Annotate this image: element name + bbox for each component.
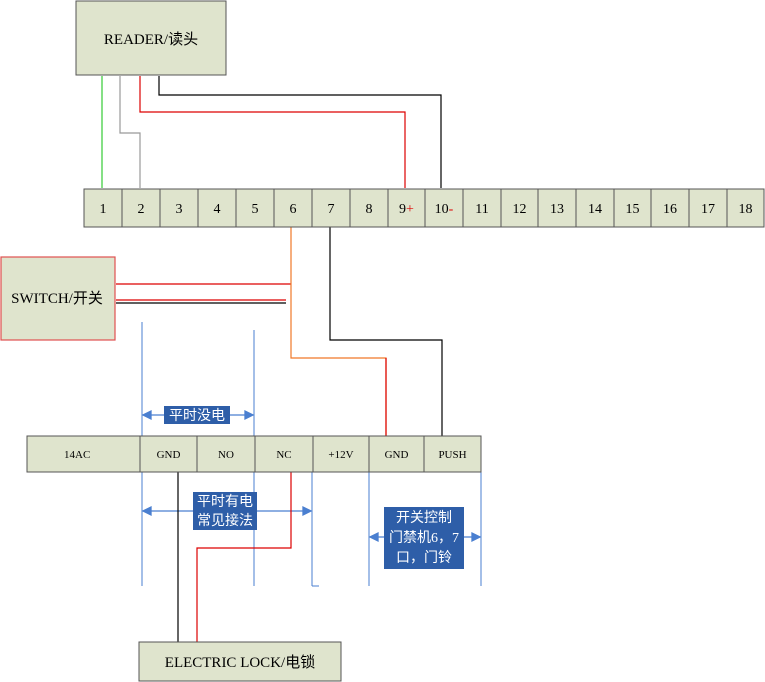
pin-7-label: 7: [328, 202, 335, 217]
pin-3-label: 3: [176, 202, 183, 217]
switch-wires: [116, 283, 291, 304]
cell-gnd-label: GND: [157, 449, 181, 461]
svg-text:平时有电: 平时有电: [197, 494, 253, 510]
lock-wires: [177, 472, 292, 642]
black-wire-7: [329, 227, 443, 436]
pin-12-label: 12: [513, 202, 527, 217]
pin-5-label: 5: [252, 202, 259, 217]
label-switch-control: 开关控制 门禁机6，7 口，门铃: [384, 507, 464, 569]
label-normally-on: 平时有电 常见接法: [193, 492, 257, 530]
switch-box: SWITCH/开关: [0, 256, 116, 341]
pin-2-label: 2: [138, 202, 145, 217]
pin-14-label: 14: [588, 202, 602, 217]
pin-9-label: 9+: [399, 202, 414, 217]
controller-wires: [290, 227, 443, 436]
pin-1-label: 1: [100, 202, 107, 217]
pin-16-label: 16: [663, 202, 677, 217]
pin-17-label: 17: [701, 202, 715, 217]
reader-box: READER/读头: [75, 0, 227, 76]
cell-nc-label: NC: [276, 449, 291, 461]
reader-wires: [101, 76, 442, 188]
pin-11-label: 11: [475, 202, 488, 217]
pin-13-label: 13: [550, 202, 564, 217]
pin-10-label: 10-: [435, 202, 454, 217]
pin-4-label: 4: [214, 202, 221, 217]
lock-box: ELECTRIC LOCK/电锁: [138, 641, 342, 682]
label-normally-off: 平时没电: [164, 406, 230, 424]
red-wire-9: [139, 76, 406, 188]
black-wire-10: [158, 76, 442, 188]
gray-wire: [119, 76, 141, 188]
cell-14ac-label: 14AC: [64, 449, 90, 461]
switch-label: SWITCH/开关: [11, 290, 103, 307]
lock-red-wire: [196, 472, 292, 642]
cell-no-label: NO: [218, 449, 234, 461]
svg-text:平时没电: 平时没电: [169, 408, 225, 424]
svg-text:开关控制: 开关控制: [396, 510, 452, 526]
svg-text:门禁机6，7: 门禁机6，7: [389, 530, 459, 546]
svg-text:口，门铃: 口，门铃: [396, 550, 452, 566]
cell-push-label: PUSH: [438, 449, 466, 461]
cell-12v-label: +12V: [328, 449, 353, 461]
pin-6-label: 6: [290, 202, 297, 217]
pin-8-label: 8: [366, 202, 373, 217]
reader-label: READER/读头: [104, 31, 198, 48]
power-block: 14AC GND NO NC +12V GND PUSH: [26, 435, 482, 473]
lock-label: ELECTRIC LOCK/电锁: [165, 654, 315, 671]
cell-gnd-label: GND: [385, 449, 409, 461]
pin-15-label: 15: [626, 202, 640, 217]
pin-18-label: 18: [739, 202, 753, 217]
orange-wire-6: [290, 227, 387, 436]
svg-text:常见接法: 常见接法: [197, 512, 253, 529]
